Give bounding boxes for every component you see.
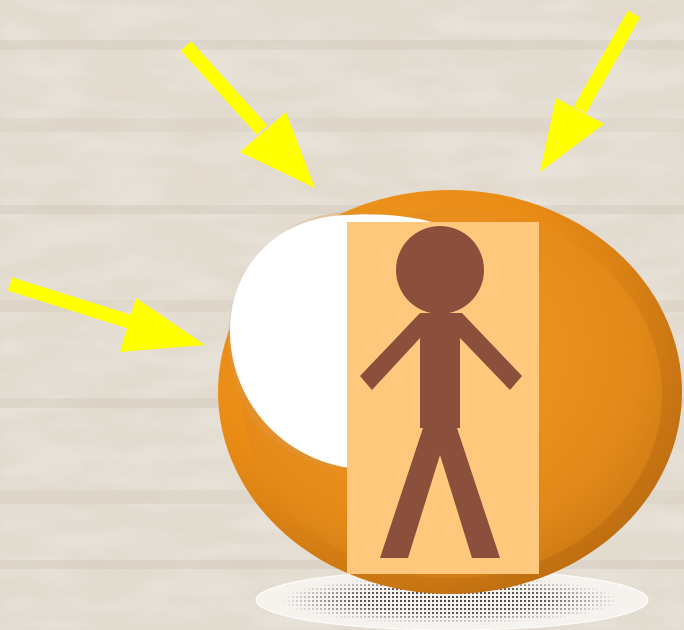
figure-head [396, 226, 484, 314]
